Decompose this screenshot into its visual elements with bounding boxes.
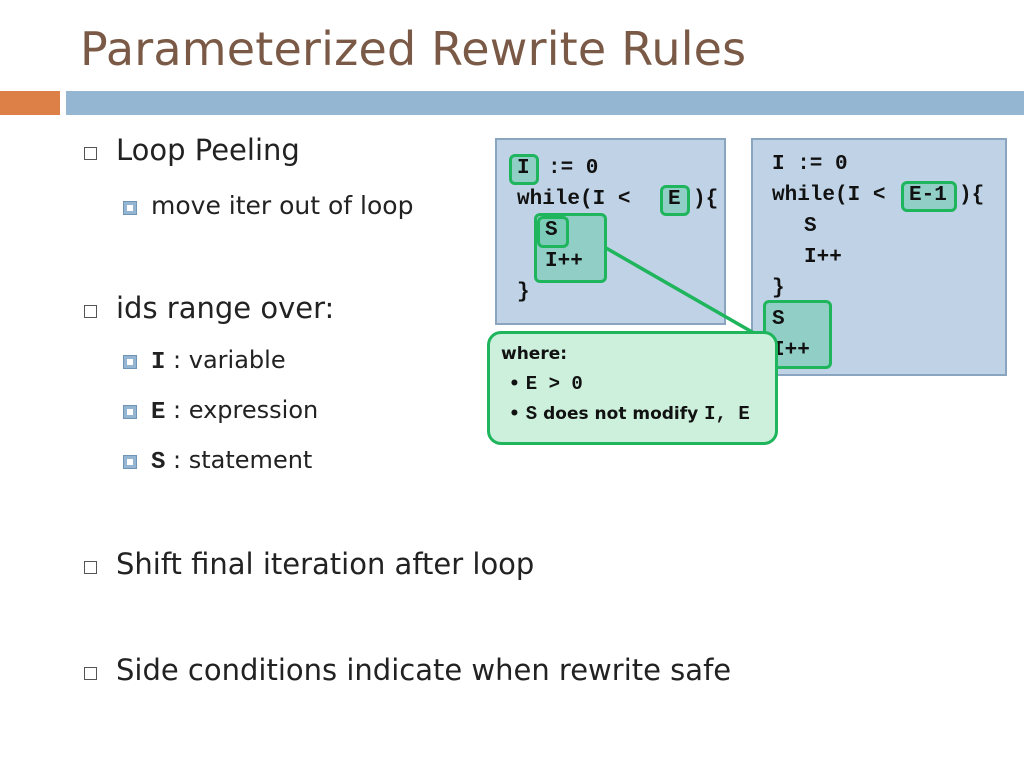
bullet-id-expression: E : expression [151,396,318,426]
id-e-symbol: E [151,399,166,426]
header-accent-bar [0,91,60,115]
bullet-id-variable: I : variable [151,346,286,376]
id-s-desc: : statement [173,446,313,474]
id-e-desc: : expression [173,396,319,424]
rhs-highlight-expr [901,181,957,212]
side-condition-box [487,331,778,445]
lhs-line3: S [545,219,558,242]
lhs-highlight-var [509,154,539,185]
lhs-highlight-stmt-inner [537,216,569,248]
rhs-line2-b: ){ [959,184,985,207]
rhs-line2-a: while(I < [772,184,886,207]
lhs-line1-var: I [517,157,530,180]
id-s-symbol: S [151,449,166,476]
bullet-move-iter: move iter out of loop [151,191,414,220]
rhs-line4: I++ [804,246,842,269]
rhs-line3: S [804,215,817,238]
filled-square-bullet-icon [123,355,137,369]
rhs-line2-expr: E-1 [909,184,947,207]
cond1-expr: E > 0 [525,373,583,395]
lhs-line1-rest: := 0 [548,157,599,180]
hollow-square-bullet-icon [84,561,97,574]
lhs-line2-b: ){ [693,188,719,211]
filled-square-bullet-icon [123,405,137,419]
where-label: where: [501,344,568,364]
cond2-stmt: S [525,403,538,425]
lhs-line2-a: while(I < [517,188,631,211]
rhs-code-box [751,138,1007,376]
bullet-id-statement: S : statement [151,446,312,476]
id-i-desc: : variable [173,346,286,374]
rhs-line6: S [772,308,785,331]
hollow-square-bullet-icon [84,667,97,680]
rhs-line7: I++ [772,339,810,362]
rhs-line1: I := 0 [772,153,848,176]
hollow-square-bullet-icon [84,305,97,318]
filled-square-bullet-icon [123,455,137,469]
cond2-bullet-icon: • [509,404,520,424]
cond2-text: does not modify [543,404,699,424]
lhs-line5: } [517,281,530,304]
bullet-shift-final: Shift final iteration after loop [116,547,535,581]
where-cond1: • E > 0 [509,373,583,395]
bullet-side-conditions: Side conditions indicate when rewrite sa… [116,653,732,687]
lhs-line2-expr: E [668,188,681,211]
lhs-line4: I++ [545,250,583,273]
bullet-loop-peeling: Loop Peeling [116,133,300,167]
cond1-bullet-icon: • [509,374,520,394]
id-i-symbol: I [151,349,166,376]
bullet-ids-range: ids range over: [116,291,335,325]
rhs-line5: } [772,277,785,300]
lhs-highlight-expr [660,185,690,216]
cond2-vars: I, E [704,403,750,425]
hollow-square-bullet-icon [84,147,97,160]
header-bar [66,91,1024,115]
slide-title: Parameterized Rewrite Rules [80,22,747,76]
where-cond2: • S does not modify I, E [509,403,750,425]
filled-square-bullet-icon [123,201,137,215]
